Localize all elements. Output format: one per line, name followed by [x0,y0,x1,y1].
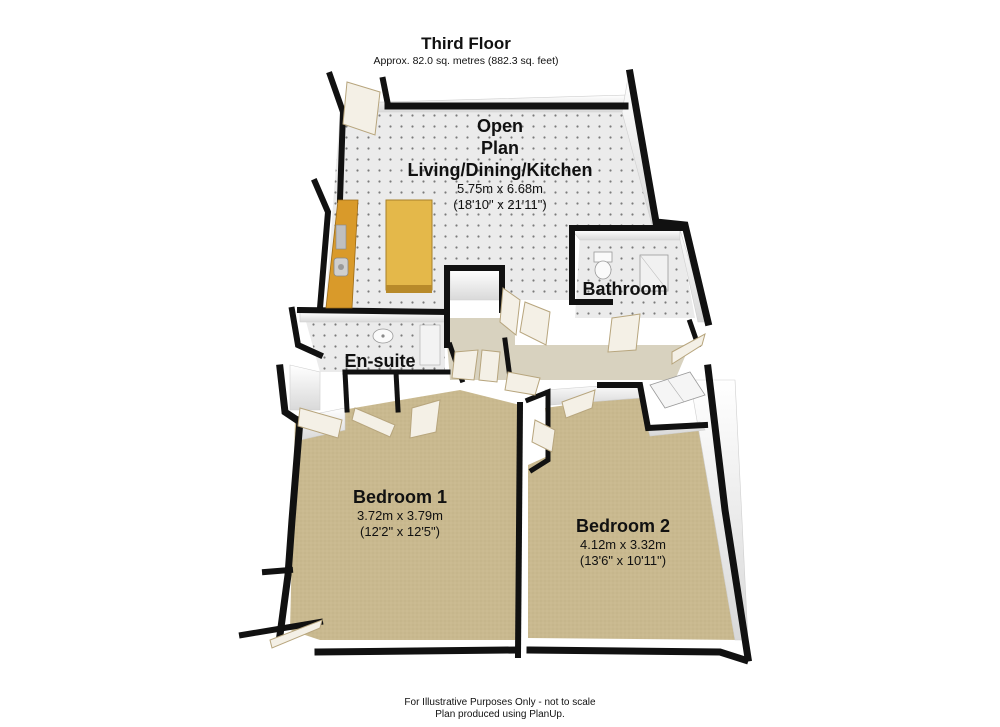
room-label-living: Open Plan Living/Dining/Kitchen 5.75m x … [400,115,600,213]
doors [269,81,706,649]
room-label-bedroom1: Bedroom 1 3.72m x 3.79m (12'2" x 12'5") [330,486,470,540]
room-label-bedroom2: Bedroom 2 4.12m x 3.32m (13'6" x 10'11") [548,515,698,569]
floor-title: Third Floor [421,34,511,53]
door-icon [504,371,541,396]
bedroom2-floor [528,395,745,640]
bedroom2-dim-metric: 4.12m x 3.32m [580,537,666,552]
walls [238,68,752,665]
bathroom-floor [575,236,695,318]
kitchen [325,199,433,309]
kitchen-worktop [325,199,359,309]
door-icon [342,81,381,136]
room-label-ensuite: En-suite [344,351,416,371]
bedroom1-floor [290,390,520,640]
door-icon [351,407,396,438]
door-icon [519,301,551,346]
living-dim-metric: 5.75m x 6.68m [457,181,543,196]
door-icon [409,399,441,439]
door-icon [561,389,596,419]
living-dim-imperial: (18'10" x 21'11") [453,197,547,212]
bedroom2-name: Bedroom 2 [575,516,671,536]
living-name-line-3: Living/Dining/Kitchen [407,160,593,180]
sink-icon [333,257,349,277]
sink-icon [372,328,394,344]
door-icon [451,349,479,381]
bedroom2-dim-imperial: (13'6" x 10'11") [579,553,667,568]
ensuite-fixtures [372,324,441,366]
door-icon [607,313,641,353]
shower-icon [419,324,441,366]
bedroom1-dim-imperial: (12'2" x 12'5") [360,524,440,539]
door-icon [531,419,556,453]
room-label-bathroom: Bathroom [582,279,668,299]
door-icon [297,407,343,439]
wardrobe-icon [649,371,706,409]
bedroom1-dim-metric: 3.72m x 3.79m [357,508,443,523]
footer-note: For Illustrative Purposes Only - not to … [366,697,634,721]
ensuite-floor [305,318,445,372]
bathroom-fixtures [593,251,669,292]
kitchen-island-icon [385,199,433,291]
door-icon [499,287,521,336]
footer-line-2: Plan produced using PlanUp. [435,709,565,720]
door-icon [478,349,501,383]
door-icon [269,619,323,649]
toilet-icon [593,251,613,280]
floor-area: Approx. 82.0 sq. metres (882.3 sq. feet) [373,55,559,67]
footer-line-1: For Illustrative Purposes Only - not to … [404,697,596,708]
living-name-line-1: Open [476,116,523,136]
living-name-line-2: Plan [480,138,519,158]
door-icon [671,332,706,365]
shower-icon [639,254,669,292]
bedroom1-name: Bedroom 1 [352,487,448,507]
